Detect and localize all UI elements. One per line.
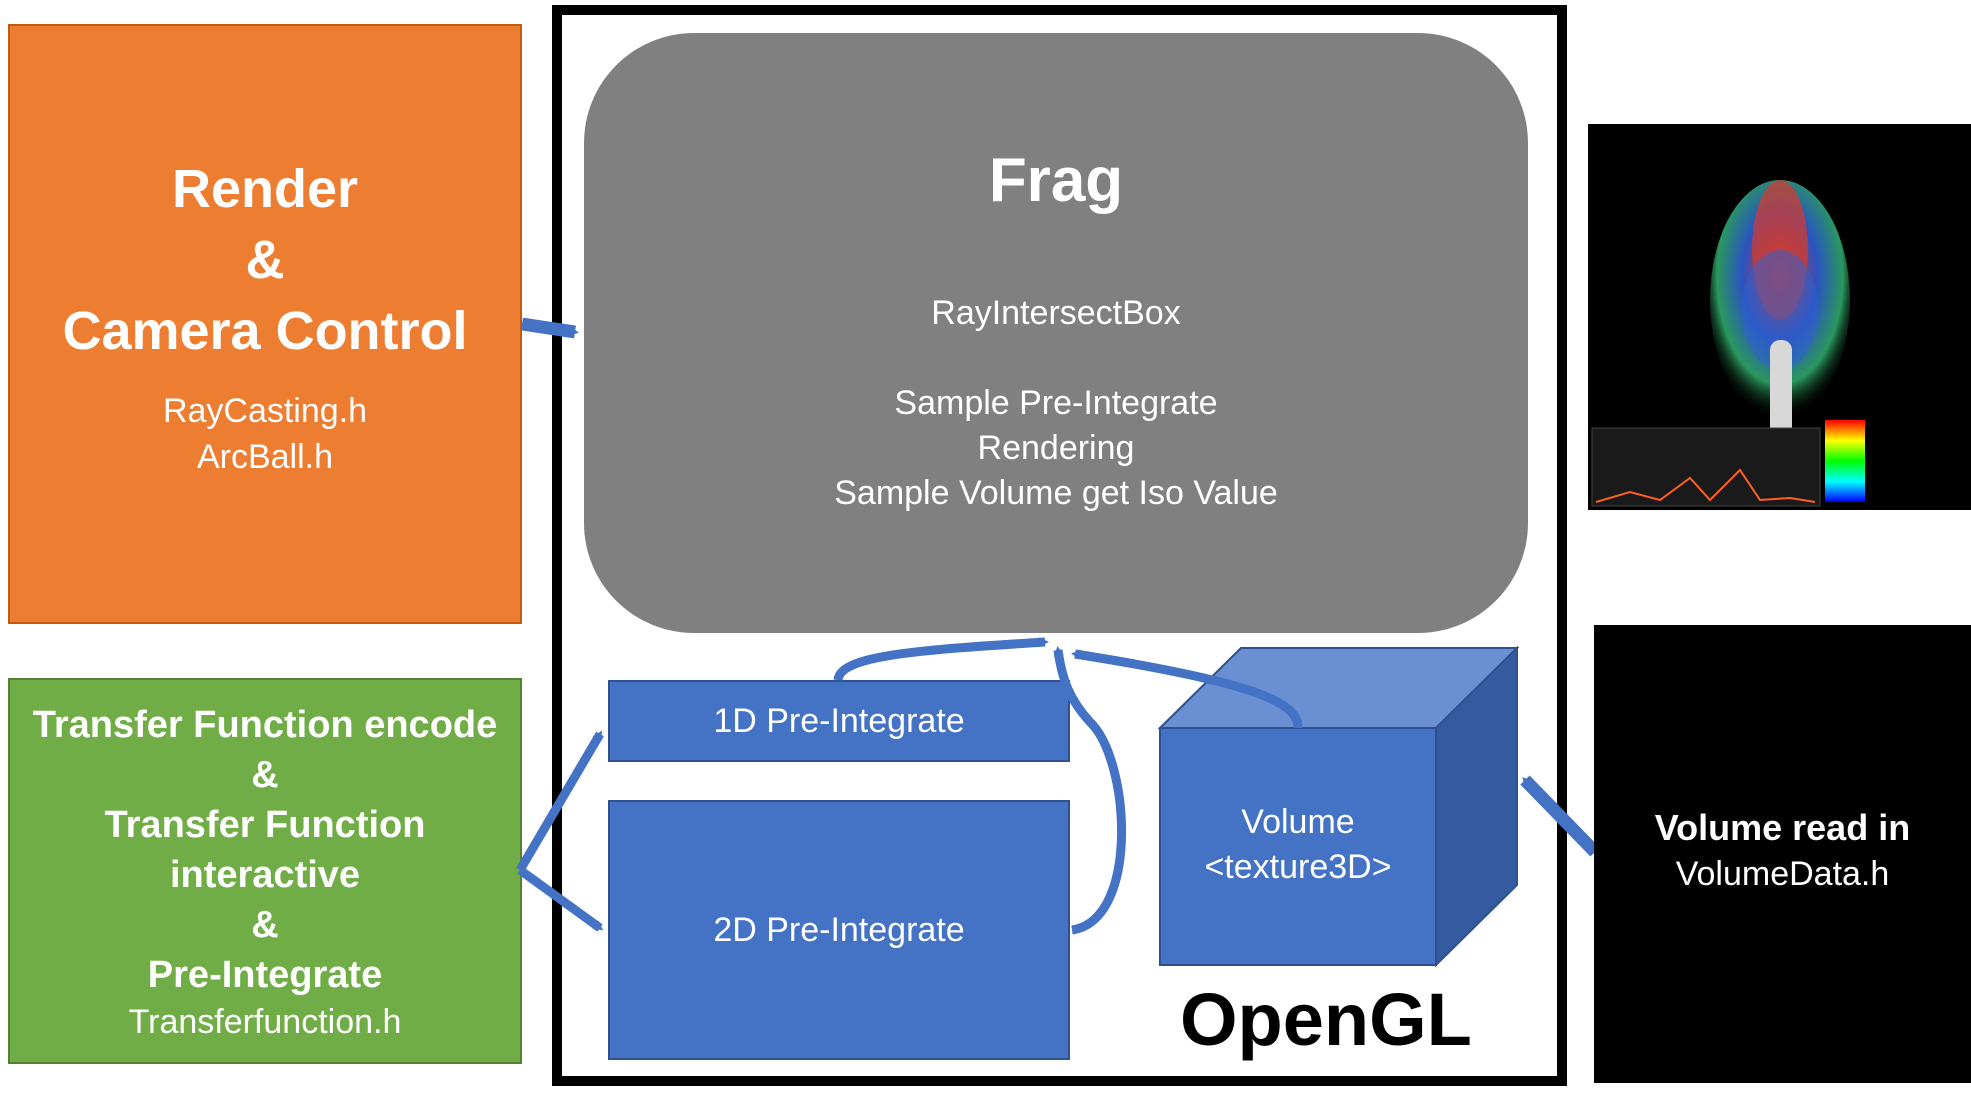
tf-file: Transferfunction.h <box>128 1003 402 1041</box>
tf-title-line: Pre-Integrate <box>147 954 383 996</box>
volume-label-line: Volume <box>1241 803 1355 841</box>
tf-histogram-curve <box>1595 468 1816 503</box>
volume-read-file: VolumeData.h <box>1675 855 1890 893</box>
opengl-label: OpenGL <box>1180 978 1472 1061</box>
frag-step: Rendering <box>977 429 1135 467</box>
arrow-tf-to-2d <box>517 866 604 932</box>
render-preview-window <box>1588 110 1971 510</box>
volume-cube <box>1157 645 1520 968</box>
color-bar <box>1825 420 1865 502</box>
render-title-line: Camera Control <box>62 301 468 361</box>
tf-title-line: & <box>251 904 279 946</box>
frag-steps: RayIntersectBox Sample Pre-Integrate Ren… <box>584 291 1528 516</box>
volume-label-line: <texture3D> <box>1204 848 1392 886</box>
pre-integrate-2d-box: 2D Pre-Integrate <box>608 800 1070 1060</box>
frag-title: Frag <box>988 146 1124 215</box>
tf-title-line: Transfer Function <box>104 804 426 846</box>
tf-title-line: & <box>251 754 279 796</box>
plume-blue <box>1742 250 1818 370</box>
preview-titlebar <box>1588 110 1971 124</box>
arrow-render-to-frag <box>521 317 579 339</box>
transfer-function-title: Transfer Function encode & Transfer Func… <box>10 700 520 1044</box>
render-camera-control-box: Render & Camera Control RayCasting.h Arc… <box>8 24 522 624</box>
frag-box: Frag RayIntersectBox Sample Pre-Integrat… <box>584 33 1528 633</box>
arrow-1d-to-frag <box>833 637 1049 682</box>
render-title-line: & <box>245 230 285 290</box>
render-file-raycasting: RayCasting.h <box>162 392 368 430</box>
frag-step: RayIntersectBox <box>931 294 1181 332</box>
render-title-line: Render <box>171 159 359 219</box>
arrow-tf-to-1d <box>516 730 604 873</box>
plume-stem <box>1770 340 1792 445</box>
tf-title-line: interactive <box>169 854 361 896</box>
volume-read-box: Volume read in VolumeData.h <box>1594 625 1971 1083</box>
arrow-read-to-volume <box>1520 775 1600 857</box>
render-file-arcball: ArcBall.h <box>196 438 334 476</box>
pre-integrate-1d-box: 1D Pre-Integrate <box>608 680 1070 762</box>
pre-integrate-2d-label: 2D Pre-Integrate <box>713 910 965 949</box>
render-title: Render & Camera Control <box>10 154 520 367</box>
tf-title-line: Transfer Function encode <box>32 704 498 746</box>
arrow-volume-to-frag <box>1071 649 1303 729</box>
volume-label: Volume <texture3D> <box>1160 800 1436 890</box>
frag-step: Sample Volume get Iso Value <box>834 474 1278 512</box>
flow-arrows <box>516 317 1600 935</box>
pre-integrate-1d-label: 1D Pre-Integrate <box>713 701 965 740</box>
volume-read-title: Volume read in <box>1654 807 1911 848</box>
frag-step: Sample Pre-Integrate <box>894 384 1218 422</box>
volume-read-text: Volume read in VolumeData.h <box>1594 805 1971 897</box>
render-files: RayCasting.h ArcBall.h <box>10 388 520 480</box>
cube-front-face <box>1159 727 1437 966</box>
arrow-2d-to-frag <box>1053 646 1127 935</box>
